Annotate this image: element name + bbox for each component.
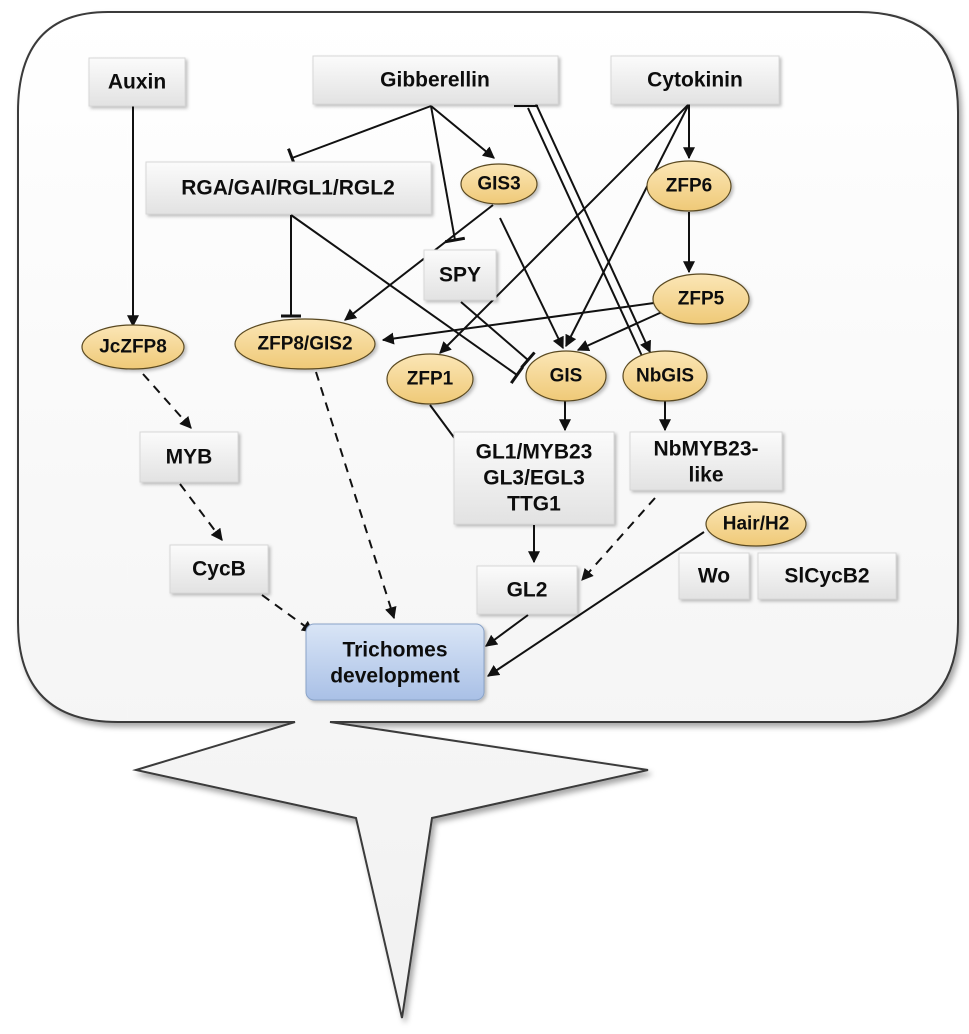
edge-gis3-gis (499, 217, 564, 350)
node-nbgis: NbGIS (622, 350, 708, 402)
node-jczfp8: JcZFP8 (81, 324, 185, 370)
node-hair-h2: Hair/H2 (705, 501, 807, 547)
edge-gis3-zfp8 (344, 204, 494, 321)
edge-jczfp8-myb (142, 373, 192, 429)
node-gis3: GIS3 (460, 163, 538, 205)
node-cycb: CycB (169, 544, 269, 594)
node-nbmyb-line2: like (688, 464, 723, 487)
node-slcycb2: SlCycB2 (757, 552, 897, 600)
node-zfp5: ZFP5 (652, 273, 750, 325)
edge-zfp5-gis (576, 311, 663, 352)
edge-spy-gis (460, 301, 536, 369)
node-trichomes-line1: Trichomes (342, 639, 447, 662)
edge-cycb-trich (261, 594, 314, 633)
node-gl1-complex: GL1/MYB23 GL3/EGL3 TTG1 (453, 431, 615, 525)
node-spy-label: SPY (439, 264, 481, 287)
node-wo-label: Wo (698, 565, 730, 588)
edge-gl2-trich (485, 614, 529, 647)
node-jczfp8-label: JcZFP8 (99, 337, 167, 358)
node-auxin: Auxin (88, 57, 186, 107)
node-trichomes-line2: development (330, 665, 460, 688)
node-cytokinin: Cytokinin (610, 55, 780, 105)
edge-myb-cycb (179, 483, 223, 541)
node-gibberellin-label: Gibberellin (380, 69, 490, 92)
edge-ck-zfp1 (439, 103, 690, 354)
node-slcycb2-label: SlCycB2 (784, 565, 869, 588)
node-rga: RGA/GAI/RGL1/RGL2 (145, 161, 432, 215)
edge-rga-gis (290, 214, 525, 385)
edge-ga-nbgis-2 (527, 107, 643, 357)
node-gis3-label: GIS3 (477, 174, 520, 195)
node-myb-label: MYB (166, 446, 213, 469)
node-zfp6: ZFP6 (646, 160, 732, 212)
node-cytokinin-label: Cytokinin (647, 69, 743, 92)
node-gis: GIS (525, 350, 607, 402)
node-gl2-label: GL2 (507, 579, 548, 602)
node-cycb-label: CycB (192, 558, 246, 581)
node-rga-label: RGA/GAI/RGL1/RGL2 (181, 177, 395, 200)
node-zfp8-gis2: ZFP8/GIS2 (234, 318, 376, 370)
node-gl2: GL2 (476, 565, 578, 615)
node-auxin-label: Auxin (108, 71, 166, 94)
node-wo: Wo (678, 552, 750, 600)
edge-zfp8-trich (315, 371, 397, 620)
edge-ck-gis (565, 103, 690, 348)
edge-nbmyb-gl2 (581, 497, 656, 581)
edge-zfp5-zfp8 (381, 302, 655, 345)
edge-ga-nbgis-1 (535, 103, 651, 354)
edge-ga-rga (287, 105, 432, 168)
node-zfp5-label: ZFP5 (678, 289, 725, 310)
node-spy: SPY (423, 249, 497, 301)
node-zfp1-label: ZFP1 (407, 369, 454, 390)
node-gl1-line3: TTG1 (507, 493, 561, 516)
node-hair-label: Hair/H2 (723, 514, 790, 535)
node-zfp6-label: ZFP6 (666, 176, 712, 197)
edge-hair-trich (487, 531, 705, 677)
edge-ga-gis3 (430, 105, 495, 159)
node-nbgis-label: NbGIS (636, 366, 694, 387)
node-gl1-line1: GL1/MYB23 (476, 441, 593, 464)
node-nbmyb23-like: NbMYB23- like (629, 431, 783, 491)
node-gibberellin: Gibberellin (312, 55, 559, 105)
node-gl1-line2: GL3/EGL3 (483, 467, 585, 490)
node-zfp8gis2-label: ZFP8/GIS2 (257, 334, 352, 355)
node-trichomes-development: Trichomes development (305, 623, 485, 701)
node-myb: MYB (139, 431, 239, 483)
node-nbmyb-line1: NbMYB23- (653, 438, 758, 461)
node-zfp1: ZFP1 (386, 353, 474, 405)
node-gis-label: GIS (550, 366, 583, 387)
edge-ga-spy (430, 105, 466, 244)
